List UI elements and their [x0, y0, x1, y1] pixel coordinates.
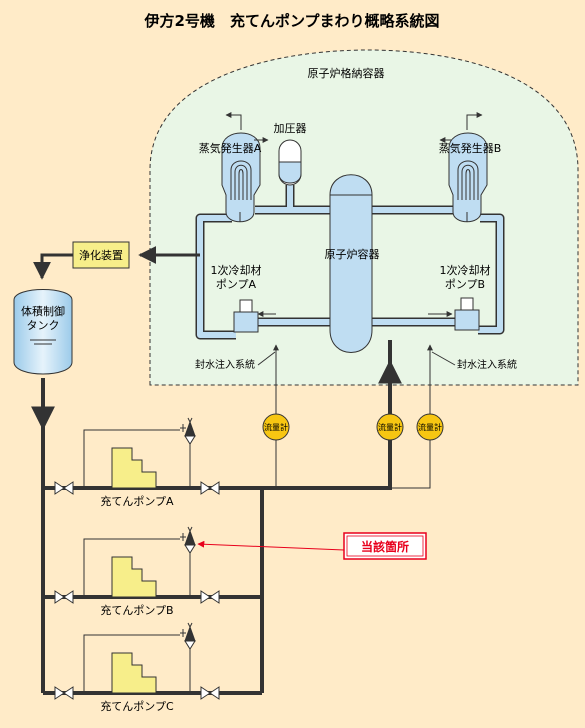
- flowmeter-3: 流量計: [416, 413, 444, 441]
- charging-pump-c-label: 充てんポンプC: [100, 699, 174, 713]
- callout-arrow: [197, 540, 345, 551]
- relief-valve-b: [184, 529, 196, 546]
- charging-pump-a-label: 充てんポンプA: [100, 494, 174, 508]
- pressurizer-label: 加圧器: [274, 122, 307, 135]
- seal-injection-right-label: 封水注入系統: [457, 358, 517, 371]
- reactor-vessel: [329, 174, 373, 353]
- containment-label: 原子炉格納容器: [308, 66, 385, 80]
- flowmeter-2-label: 流量計: [378, 422, 402, 432]
- suction-valve-c: [54, 686, 74, 700]
- relief-line-c: [83, 634, 180, 693]
- suction-valve-a: [54, 481, 74, 495]
- seal-injection-left-label: 封水注入系統: [195, 358, 255, 371]
- rcp-b-label-line2: ポンプB: [445, 278, 485, 291]
- target-location-label: 当該箇所: [361, 539, 409, 554]
- charging-pump-c: [111, 652, 157, 694]
- vct-label-line1: 体積制御: [21, 304, 65, 318]
- reactor-coolant-pump-b: [428, 297, 480, 331]
- flowmeter-1-label: 流量計: [264, 422, 288, 432]
- flowmeter-1: 流量計: [262, 413, 290, 441]
- steam-generator-a-label: 蒸気発生器A: [199, 141, 262, 155]
- charging-pump-b-label: 充てんポンプB: [100, 603, 173, 617]
- relief-line-a: [83, 429, 180, 488]
- charging-pump-b: [111, 556, 157, 598]
- steam-generator-b: [439, 112, 488, 223]
- rcp-b-label-line1: 1次冷却材: [440, 263, 491, 277]
- charging-pump-a: [111, 447, 157, 489]
- volume-control-tank: [13, 289, 73, 375]
- relief-valve-c: [184, 625, 196, 642]
- flowmeter-3-label: 流量計: [418, 422, 442, 432]
- target-location-callout: [343, 532, 427, 560]
- relief-line-b: [83, 538, 180, 597]
- reactor-coolant-pump-a: [233, 299, 276, 333]
- vct-label-line2: タンク: [27, 319, 60, 332]
- suction-valve-b: [54, 590, 74, 604]
- discharge-valve-a: [200, 481, 220, 495]
- purification-label: 浄化装置: [79, 248, 123, 262]
- suction-header: [41, 378, 60, 695]
- diagram-title: 伊方2号機 充てんポンプまわり概略系統図: [144, 12, 440, 30]
- discharge-valve-c: [200, 686, 220, 700]
- steam-generator-b-label: 蒸気発生器B: [439, 141, 502, 155]
- relief-valve-a: [184, 420, 196, 437]
- rcp-a-label-line1: 1次冷却材: [211, 263, 262, 277]
- purification-unit: [72, 241, 130, 269]
- rcp-a-label-line2: ポンプA: [216, 278, 257, 291]
- flowmeter-2: 流量計: [376, 413, 404, 441]
- discharge-header: [219, 340, 392, 695]
- charging-pump-trains: 充てんポンプA 充てんポンプB 充てんポンプC: [54, 417, 220, 713]
- reactor-vessel-label: 原子炉容器: [325, 247, 380, 261]
- discharge-valve-b: [200, 590, 220, 604]
- steam-generator-a: [221, 112, 269, 223]
